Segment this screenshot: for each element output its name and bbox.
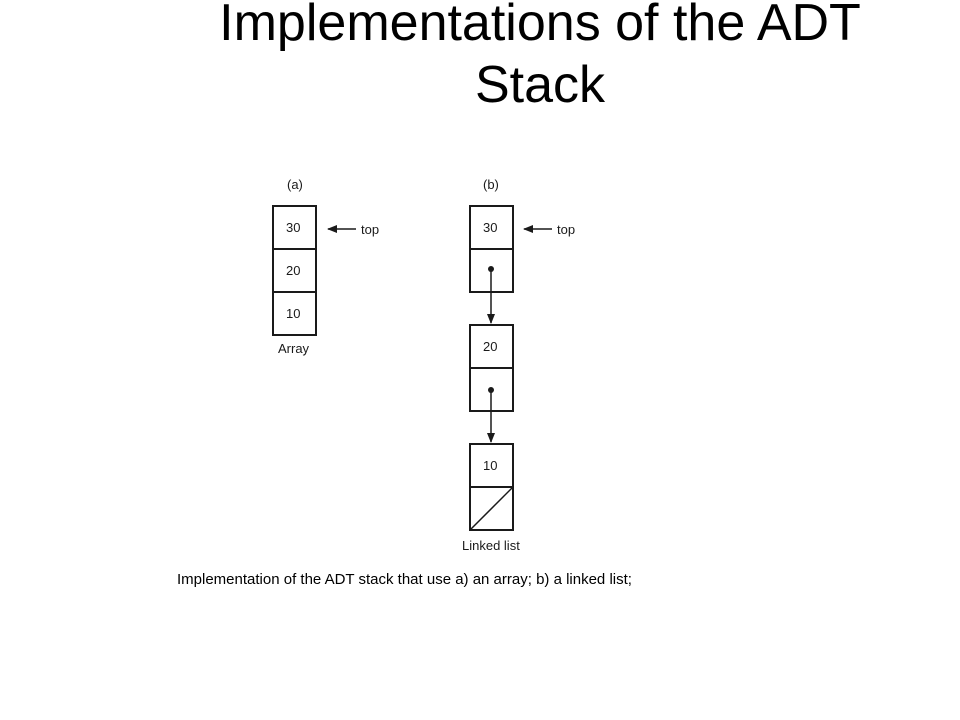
- list-null-pointer-slash: [469, 486, 514, 531]
- list-node-2-data-box: [469, 443, 514, 488]
- list-panel-label: (b): [483, 177, 499, 192]
- array-cell-1-box: [272, 248, 317, 293]
- array-top-label: top: [361, 222, 379, 237]
- slide-caption: Implementation of the ADT stack that use…: [177, 571, 632, 588]
- array-caption-label: Array: [278, 341, 310, 356]
- array-cell-0-value: 30: [286, 220, 300, 235]
- array-cell-2-value: 10: [286, 306, 300, 321]
- array-cell-1-value: 20: [286, 263, 300, 278]
- list-node-0-pointer-dot: [488, 266, 494, 272]
- list-node-0-value: 30: [483, 220, 497, 235]
- array-panel-label: (a): [287, 177, 303, 192]
- list-node-2-value: 10: [483, 458, 497, 473]
- list-top-label: top: [557, 222, 575, 237]
- list-node-1-pointer-dot: [488, 387, 494, 393]
- list-caption-label: Linked list: [462, 538, 520, 553]
- slide-title: Implementations of the ADT Stack: [219, 0, 861, 114]
- list-node-1-value: 20: [483, 339, 497, 354]
- array-cell-2-box: [272, 291, 317, 336]
